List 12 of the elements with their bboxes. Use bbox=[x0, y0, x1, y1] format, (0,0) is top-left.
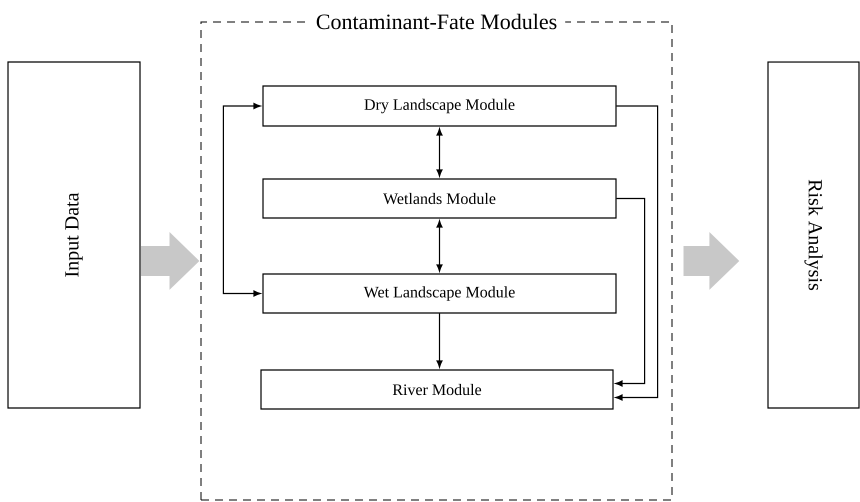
module-box: Wet Landscape Module bbox=[262, 273, 617, 314]
arrow bbox=[615, 198, 646, 387]
module-box: Wetlands Module bbox=[262, 178, 617, 219]
arrow bbox=[615, 105, 658, 401]
arrow bbox=[436, 314, 443, 368]
arrow bbox=[436, 220, 443, 272]
module-box: River Module bbox=[260, 369, 614, 410]
input-box: Input Data bbox=[7, 61, 141, 409]
arrow bbox=[222, 102, 261, 297]
output-box: Risk Analysis bbox=[767, 61, 860, 409]
arrow bbox=[436, 128, 443, 177]
module-box: Dry Landscape Module bbox=[262, 85, 617, 127]
